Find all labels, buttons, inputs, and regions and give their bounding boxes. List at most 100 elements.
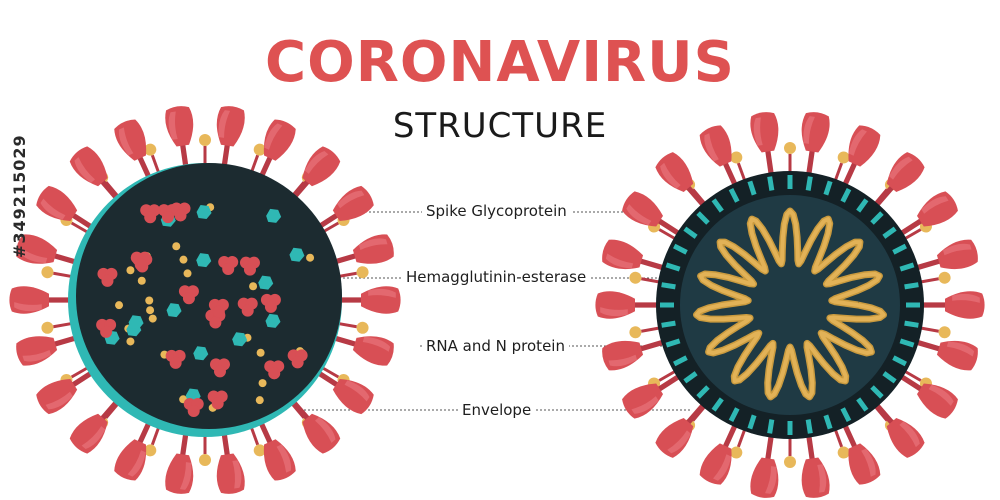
spike-top-view (96, 318, 117, 338)
hemagglutinin-esterase (730, 151, 748, 185)
label-spike-glycoprotein: Spike Glycoprotein (422, 202, 571, 220)
membrane-protein (823, 414, 833, 430)
membrane-protein (823, 180, 833, 196)
surface-protein (289, 247, 305, 262)
surface-dot (255, 396, 264, 405)
surface-dot (148, 314, 157, 323)
membrane-protein (665, 262, 681, 272)
virus-exterior-view (9, 106, 401, 494)
membrane-protein (747, 414, 757, 430)
surface-protein (232, 332, 248, 347)
surface-protein (258, 275, 274, 290)
hemagglutinin-esterase (629, 325, 664, 339)
viral-body (76, 163, 342, 429)
spike-top-view (170, 202, 191, 222)
membrane-protein (673, 355, 688, 367)
hemagglutinin-esterase (832, 425, 850, 459)
membrane-protein (673, 243, 688, 255)
membrane-protein (696, 211, 710, 225)
hemagglutinin-esterase (199, 432, 211, 466)
surface-dot (115, 301, 124, 310)
hemagglutinin-esterase (199, 134, 211, 168)
hemagglutinin-esterase (41, 321, 76, 334)
stock-id: #349215029 (10, 134, 29, 258)
membrane-protein (728, 188, 740, 203)
spike-top-view (239, 256, 260, 276)
membrane-protein (892, 355, 907, 367)
spike-top-view (183, 397, 204, 417)
hemagglutinin-esterase (144, 143, 162, 177)
virus-cross-section (595, 112, 985, 498)
spike-top-view (130, 251, 151, 271)
membrane-protein (882, 371, 897, 384)
membrane-protein (665, 338, 681, 348)
label-rna-and-n-protein: RNA and N protein (422, 337, 569, 355)
membrane-protein (899, 338, 915, 348)
hemagglutinin-esterase (784, 142, 796, 176)
membrane-protein (805, 176, 813, 191)
spike-top-view (178, 285, 199, 305)
spike-top-view (140, 204, 161, 224)
membrane-protein (899, 262, 915, 272)
spike-protein (165, 423, 194, 494)
membrane-protein (904, 320, 919, 328)
hemagglutinin-esterase (784, 434, 796, 468)
spike-top-view (260, 293, 281, 313)
membrane-protein (767, 176, 775, 191)
spike-protein (216, 106, 245, 177)
spike-top-view (209, 358, 230, 378)
membrane-protein (767, 419, 775, 434)
membrane-protein (747, 180, 757, 196)
membrane-protein (711, 397, 724, 412)
surface-protein (196, 253, 212, 268)
surface-protein (166, 303, 182, 318)
membrane-protein (840, 188, 852, 203)
hemagglutinin-esterase (832, 151, 850, 185)
spike-top-view (237, 297, 258, 317)
surface-dot (183, 269, 192, 278)
membrane-protein (683, 226, 698, 239)
spike-protein (914, 291, 985, 319)
surface-protein (193, 346, 209, 361)
membrane-protein (870, 385, 884, 399)
membrane-protein (840, 407, 852, 422)
spike-protein (801, 427, 830, 498)
title: CORONAVIRUS (265, 30, 735, 95)
membrane-protein (892, 243, 907, 255)
spike-top-view (207, 390, 228, 410)
membrane-protein (661, 320, 676, 328)
surface-dot (249, 282, 258, 291)
surface-dot (256, 348, 265, 357)
surface-dot (172, 242, 181, 251)
spike-protein (750, 112, 779, 183)
hemagglutinin-esterase (629, 271, 664, 285)
surface-protein (196, 204, 212, 219)
spike-protein (330, 286, 401, 314)
membrane-protein (661, 282, 676, 290)
hemagglutinin-esterase (41, 266, 76, 279)
spike-top-view (97, 267, 118, 287)
label-envelope: Envelope (458, 401, 536, 419)
spike-protein (908, 337, 978, 371)
hemagglutinin-esterase (334, 321, 369, 334)
hemagglutinin-esterase (916, 271, 951, 285)
hemagglutinin-esterase (730, 425, 748, 459)
membrane-protein (904, 282, 919, 290)
surface-protein (265, 313, 281, 328)
spike-protein (165, 106, 194, 177)
surface-dot (126, 266, 135, 275)
membrane-protein (870, 211, 884, 225)
surface-dot (146, 306, 155, 315)
surface-dot (306, 253, 315, 262)
surface-dot (258, 379, 267, 388)
leader-lines (300, 211, 710, 411)
label-hemagglutinin-esterase: Hemagglutinin-esterase (402, 268, 591, 286)
membrane-protein (856, 198, 869, 213)
membrane-protein (805, 419, 813, 434)
hemagglutinin-esterase (144, 423, 162, 457)
membrane-protein (856, 397, 869, 412)
rna-strand (694, 209, 886, 399)
surface-protein (266, 208, 282, 223)
membrane-protein (696, 385, 710, 399)
hemagglutinin-esterase (916, 325, 951, 339)
